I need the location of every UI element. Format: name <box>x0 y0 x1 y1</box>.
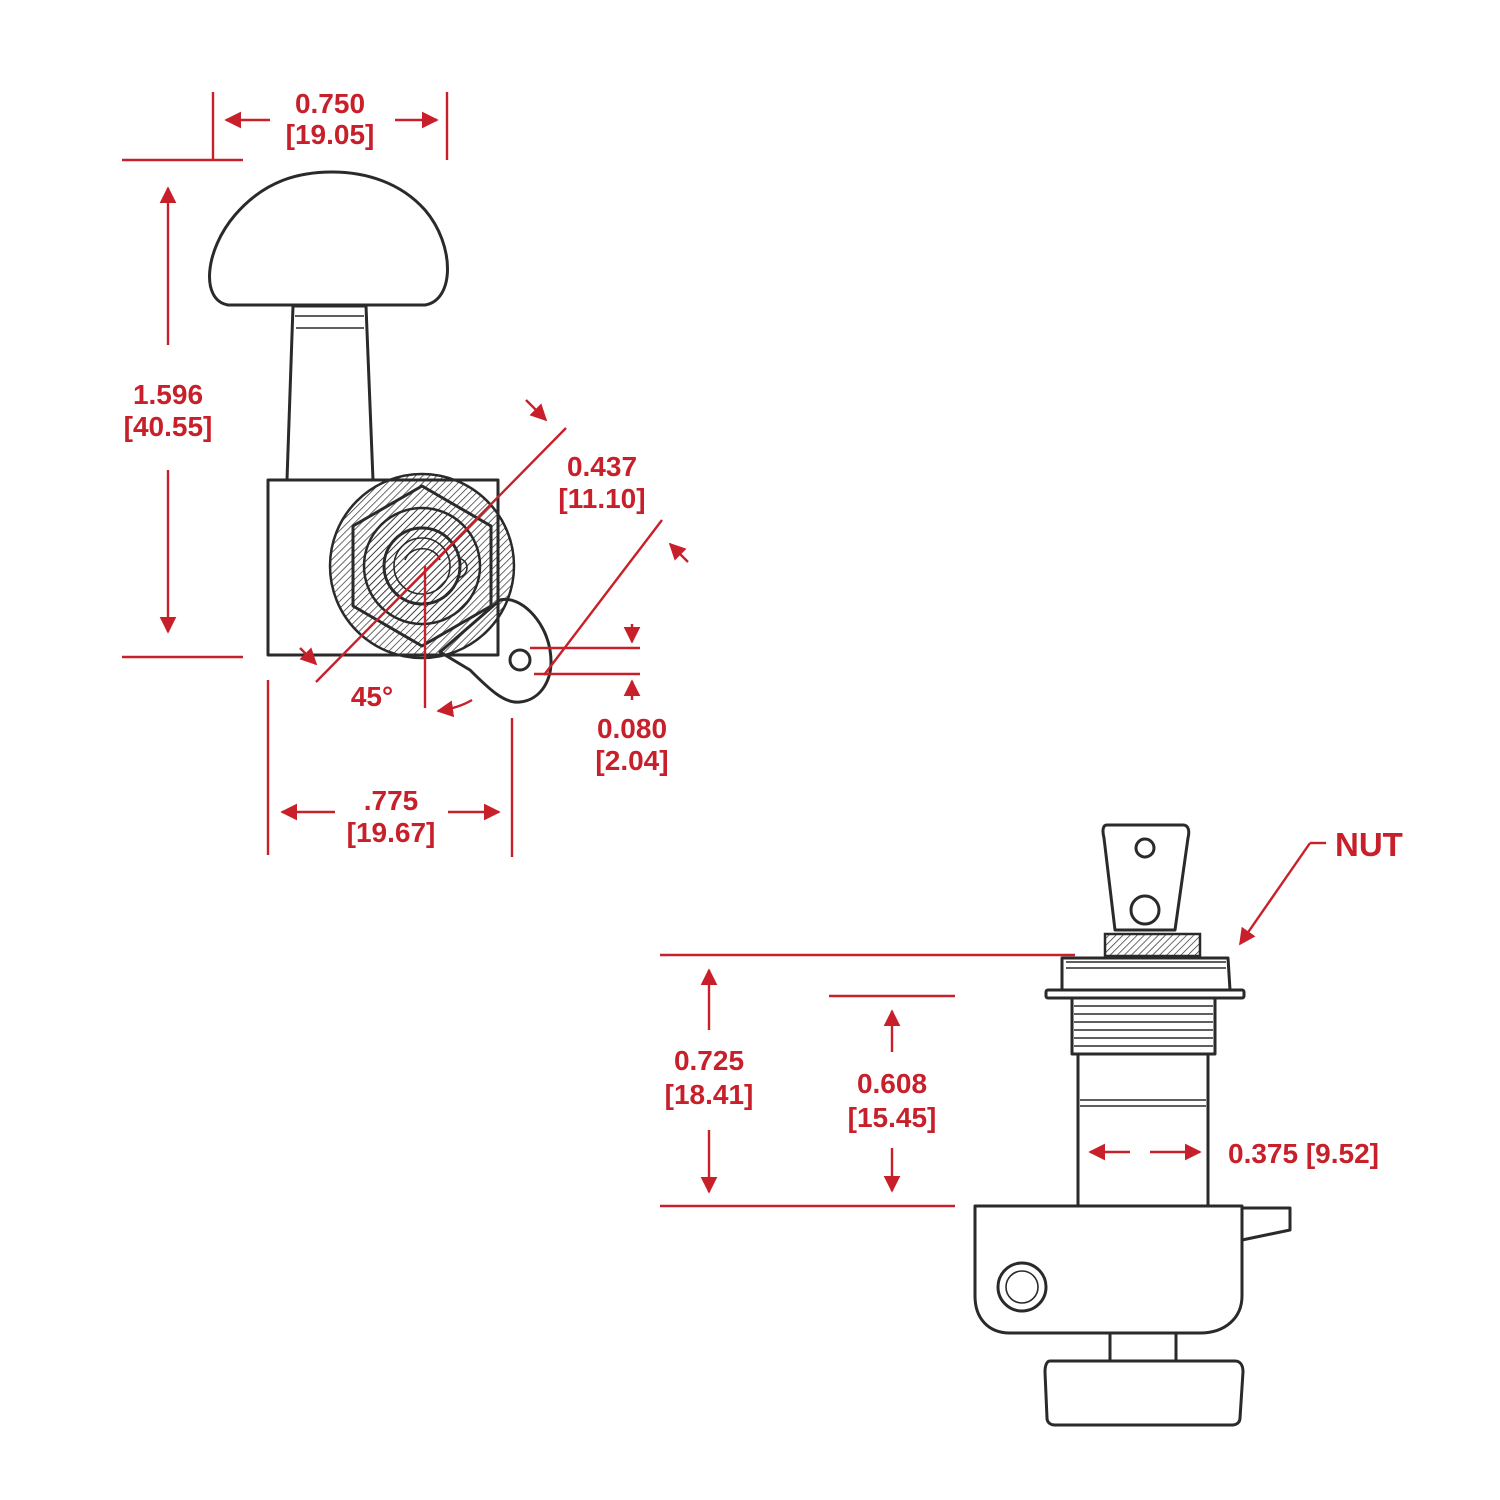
dim-bottom-width-value: .775 <box>364 785 419 816</box>
dim-height: 1.596 [40.55] <box>122 186 243 659</box>
nut-label: NUT <box>1335 826 1403 863</box>
dim-top-width: 0.750 [19.05] <box>122 88 449 162</box>
nut-callout: NUT <box>1239 826 1403 946</box>
dim-post-outer-metric: [18.41] <box>665 1079 754 1110</box>
dim-post-outer-value: 0.725 <box>674 1045 744 1076</box>
dim-bottom-width-metric: [19.67] <box>347 817 436 848</box>
dim-post-inner: 0.608 [15.45] <box>829 994 955 1193</box>
side-knob <box>1043 1359 1245 1427</box>
dim-post-inner-metric: [15.45] <box>848 1102 937 1133</box>
dim-post-outer: 0.725 [18.41] <box>660 953 1075 1208</box>
post-core-hole-icon <box>1129 894 1161 926</box>
dim-hole: 0.080 [2.04] <box>530 624 669 776</box>
dim-post-width: 0.375 [9.52] <box>1088 1138 1379 1169</box>
dim-top-width-value: 0.750 <box>295 88 365 119</box>
mounting-hole-icon <box>508 648 532 672</box>
dim-height-value: 1.596 <box>133 379 203 410</box>
string-post-top <box>382 526 462 606</box>
mounting-ear <box>438 597 553 704</box>
dim-hole-metric: [2.04] <box>595 745 668 776</box>
dim-post-inner-value: 0.608 <box>857 1068 927 1099</box>
tuner-shaft <box>285 304 375 482</box>
knob-stub <box>1108 1331 1178 1363</box>
dim-height-metric: [40.55] <box>124 411 213 442</box>
post-shaft <box>1076 1052 1210 1208</box>
hex-nut-icon <box>351 484 493 648</box>
side-housing <box>973 1204 1244 1335</box>
post-head <box>1101 823 1191 932</box>
dim-top-width-metric: [19.05] <box>286 119 375 150</box>
post-string-hole-icon <box>1134 837 1156 859</box>
dim-bottom-width: .775 [19.67] <box>266 680 514 857</box>
dim-diagonal-metric: [11.10] <box>558 483 645 514</box>
side-ear <box>1240 1206 1292 1242</box>
washer <box>362 506 482 626</box>
dim-angle-value: 45° <box>351 681 393 712</box>
tuner-side-view <box>973 823 1292 1427</box>
tuner-front-view <box>208 170 553 704</box>
threaded-bushing <box>1070 996 1217 1056</box>
nut-icon <box>1103 932 1202 958</box>
dim-diagonal-value: 0.437 <box>567 451 637 482</box>
dim-post-width-value: 0.375 [9.52] <box>1228 1138 1379 1169</box>
side-screw-hole-icon <box>996 1261 1048 1313</box>
dim-hole-value: 0.080 <box>597 713 667 744</box>
tuner-knob <box>208 170 449 307</box>
